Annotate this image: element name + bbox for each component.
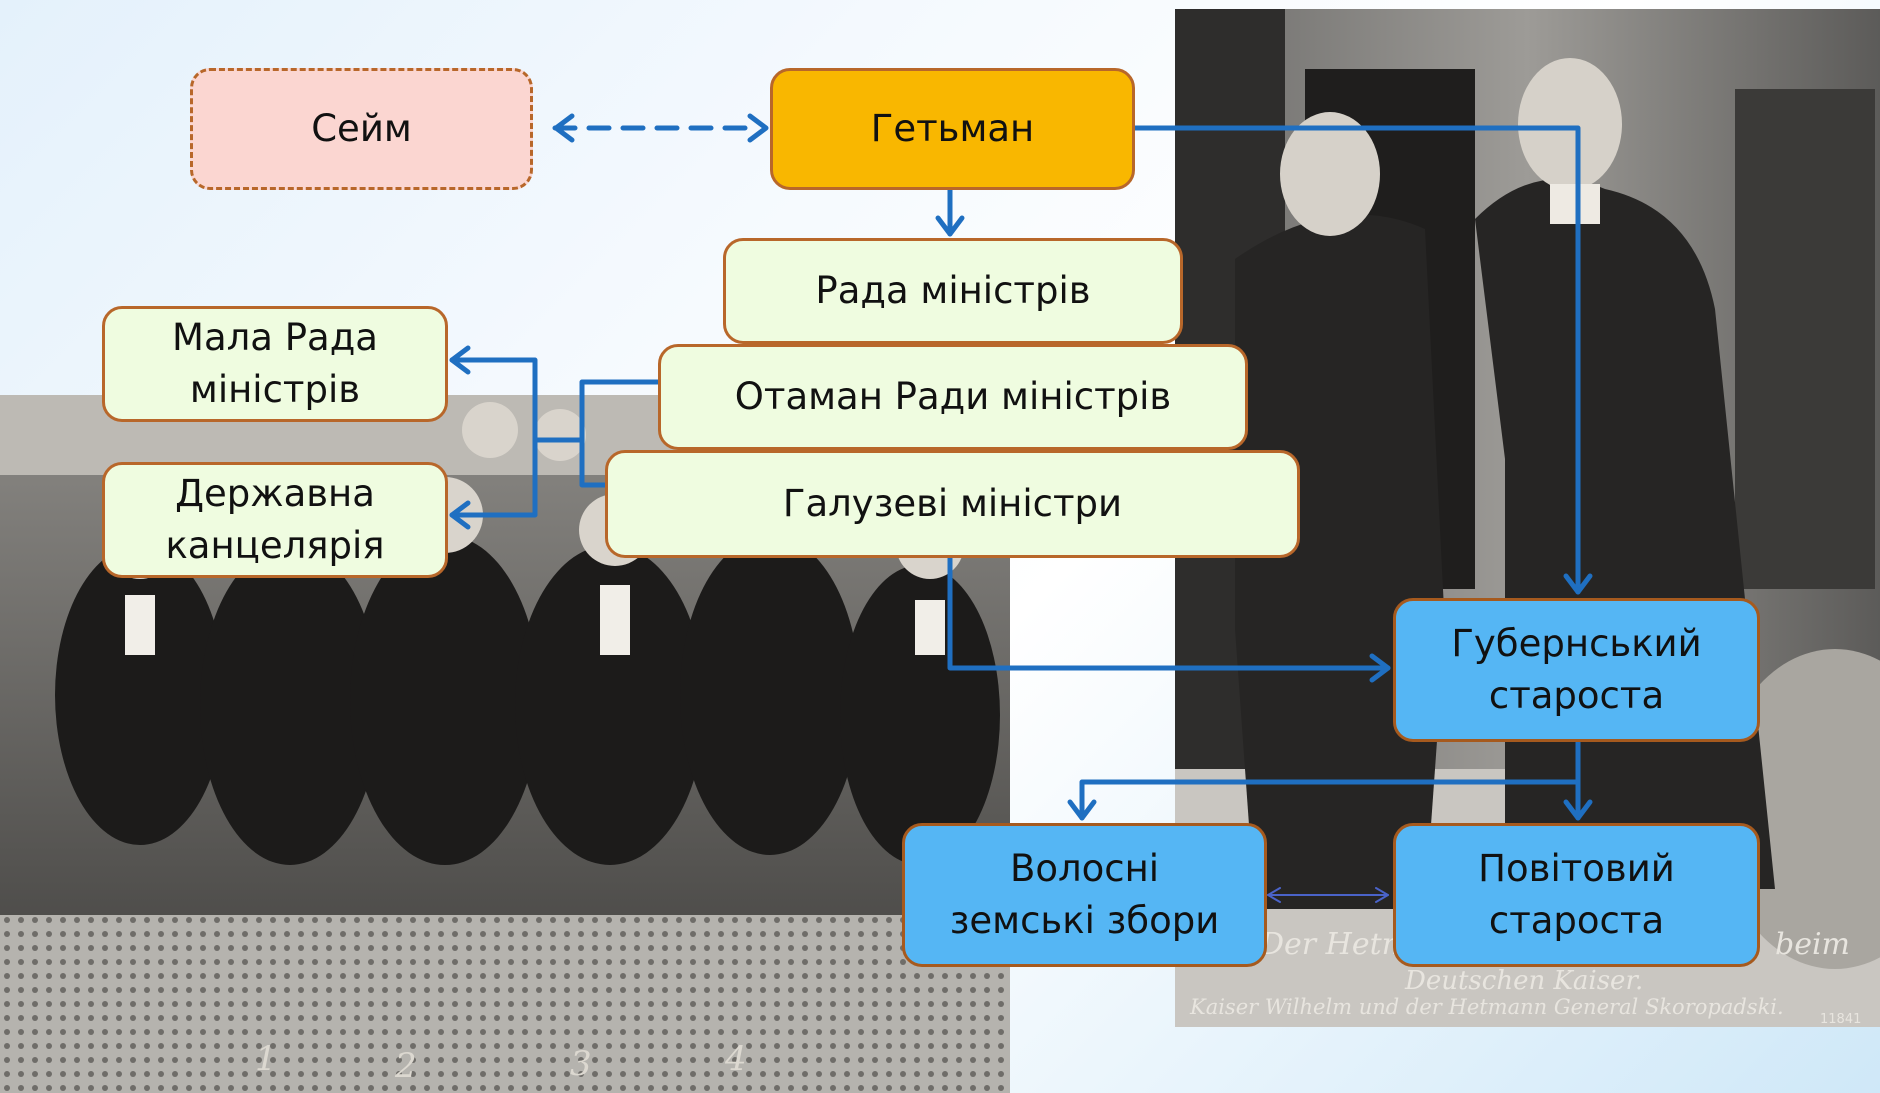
photo-caption-line-2: beim — [1775, 927, 1850, 962]
arrowhead-hubernskyi-top — [1563, 573, 1593, 595]
node-povitovyi-starosta-line-1: Повітовий — [1478, 847, 1675, 890]
photo-caption-line-4: Kaiser Wilhelm und der Hetmann General S… — [1189, 995, 1784, 1019]
photo-caption-line-3: Deutschen Kaiser. — [1404, 966, 1643, 996]
node-hubernskyi-starosta-line-1: Губернський — [1451, 622, 1702, 665]
arrowhead-seim — [553, 113, 575, 143]
node-mala-rada-line-1: Мала Рада — [172, 316, 378, 359]
arrowhead-kants — [449, 500, 471, 530]
edge-hetman-hubernskyi — [1130, 125, 1581, 595]
arrowhead-volosni-thin — [1267, 887, 1281, 903]
node-rada-ministriv-label: Рада міністрів — [815, 269, 1091, 312]
node-seim-label: Сейм — [311, 107, 412, 150]
node-volosni-zbory-line-2: земські збори — [949, 899, 1220, 942]
node-otaman: Отаман Ради міністрів — [658, 344, 1248, 450]
node-hetman: Гетьман — [770, 68, 1135, 190]
arrowhead-mala-rada — [449, 345, 471, 375]
node-derzhavna-kantseliaria-line-2: канцелярія — [165, 524, 385, 567]
photo-caption-1: 1 — [255, 1039, 277, 1079]
node-otaman-label: Отаман Ради міністрів — [734, 375, 1172, 418]
arrowhead-hetman-left — [747, 113, 769, 143]
edge-bus-kants — [449, 437, 538, 518]
node-mala-rada: Мала Рада міністрів — [102, 306, 448, 422]
photo-caption-2: 2 — [394, 1046, 417, 1086]
arrowhead-rada — [935, 215, 965, 237]
photo-caption-3: 3 — [570, 1044, 592, 1084]
node-haluzevi-ministry-label: Галузеві міністри — [782, 482, 1123, 525]
node-povitovyi-starosta: Повітовий староста — [1393, 823, 1760, 967]
node-volosni-zbory-line-1: Волосні — [1009, 847, 1160, 890]
node-derzhavna-kantseliaria-line-1: Державна — [175, 472, 375, 515]
node-haluzevi-ministry: Галузеві міністри — [605, 450, 1300, 558]
arrowhead-volosni — [1067, 799, 1097, 821]
arrowhead-povitovyi-thin — [1375, 887, 1389, 903]
node-hubernskyi-starosta: Губернський староста — [1393, 598, 1760, 742]
edge-otaman-kants — [579, 437, 608, 488]
node-mala-rada-line-2: міністрів — [189, 368, 361, 411]
node-povitovyi-starosta-line-2: староста — [1488, 899, 1665, 942]
edge-haluzevi-hubernskyi — [947, 555, 1391, 671]
edge-hubernskyi-volosni — [1079, 779, 1581, 821]
node-volosni-zbory: Волосні земські збори — [902, 823, 1267, 967]
photo-caption-number: 11841 — [1820, 1012, 1861, 1027]
node-rada-ministriv: Рада міністрів — [723, 238, 1183, 344]
node-seim: Сейм — [190, 68, 533, 190]
arrowhead-povitovyi — [1563, 799, 1593, 821]
edge-otaman-mala-rada — [449, 357, 661, 443]
hetman-kaiser-photo: Der Hetman beim Deutschen Kaiser. Kaiser… — [1175, 9, 1880, 1027]
arrowhead-hubernskyi-left — [1369, 653, 1391, 683]
node-hetman-label: Гетьман — [870, 107, 1035, 150]
node-derzhavna-kantseliaria: Державна канцелярія — [102, 462, 448, 578]
photo-caption-4: 4 — [724, 1039, 747, 1079]
node-hubernskyi-starosta-line-2: староста — [1488, 674, 1665, 717]
